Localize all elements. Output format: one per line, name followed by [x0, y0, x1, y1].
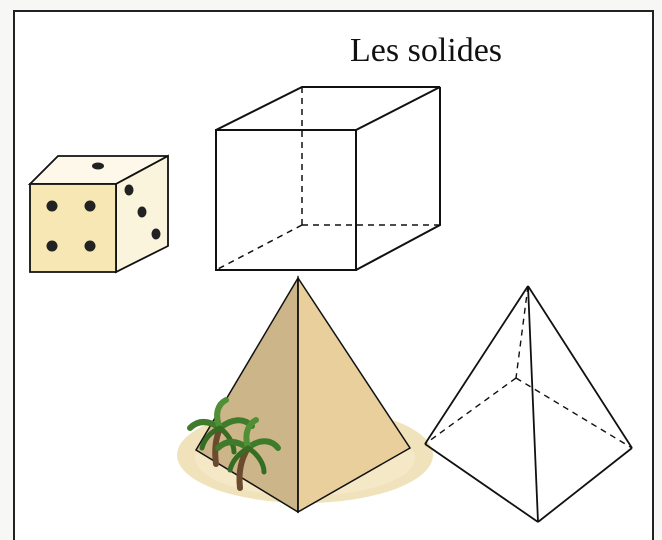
palm-tree-icon — [187, 397, 255, 467]
cube-wireframe-icon — [215, 86, 441, 271]
pyramid-wireframe-icon — [424, 285, 633, 523]
page-title: Les solides — [350, 32, 503, 69]
palm-tree-icon — [215, 417, 281, 491]
dice-icon — [27, 154, 169, 274]
pyramid-illustration-icon — [177, 275, 433, 514]
